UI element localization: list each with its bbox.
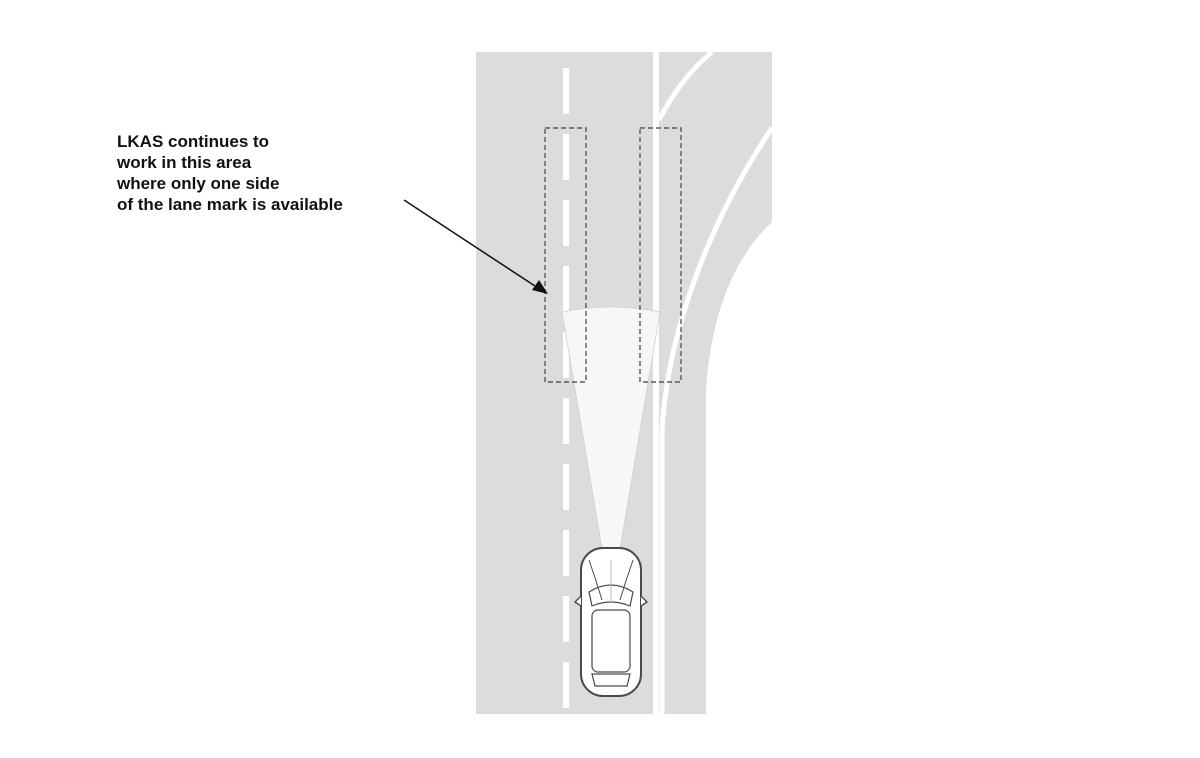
callout-line-1: LKAS continues to bbox=[117, 132, 270, 151]
left-mirror bbox=[573, 595, 582, 607]
left-detection-zone bbox=[544, 127, 587, 383]
callout-line-3: where only one side bbox=[117, 174, 280, 193]
callout-text: LKAS continues to work in this area wher… bbox=[117, 131, 343, 215]
vehicle-roof bbox=[591, 609, 631, 673]
dashed-lane-line bbox=[563, 68, 569, 708]
camera-beam bbox=[561, 306, 661, 603]
callout-line-4: of the lane mark is available bbox=[117, 195, 343, 214]
vehicle bbox=[573, 547, 649, 697]
ramp-lane-line-upper bbox=[656, 50, 714, 122]
callout-line-2: work in this area bbox=[117, 153, 252, 172]
right-detection-zone bbox=[639, 127, 682, 383]
ramp-lane-line-lower bbox=[659, 126, 775, 714]
vehicle-rear-window bbox=[591, 673, 631, 687]
vehicle-hood-left bbox=[588, 559, 603, 601]
callout-arrow bbox=[403, 199, 548, 294]
right-mirror bbox=[640, 595, 649, 607]
vehicle-hood-right bbox=[619, 559, 634, 601]
